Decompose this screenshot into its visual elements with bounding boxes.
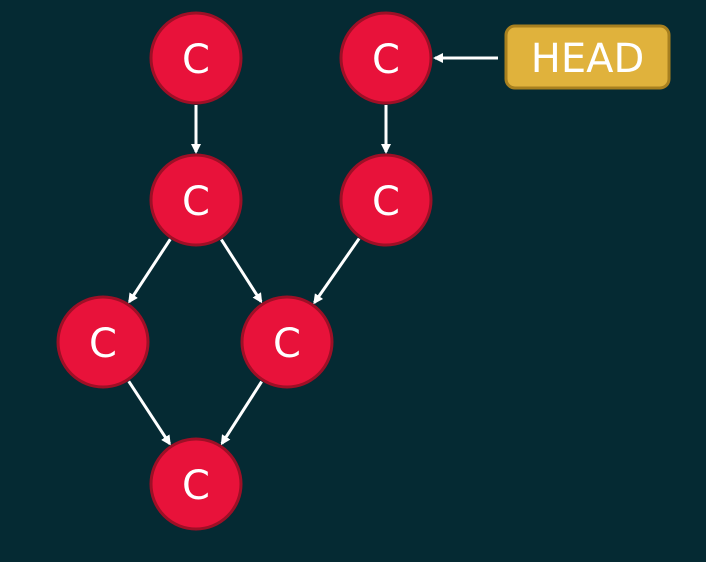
edge-c5-c7: [127, 380, 171, 446]
commit-node-c7[interactable]: C: [149, 437, 243, 531]
edge-c3-c6: [220, 238, 263, 304]
commit-label: C: [182, 463, 210, 509]
commit-circle: [339, 153, 433, 247]
head-pointer: HEAD: [433, 24, 671, 90]
edge-c4-c6: [313, 237, 361, 305]
commit-label: C: [89, 321, 117, 367]
commit-circle: [240, 295, 334, 389]
commit-label: C: [372, 179, 400, 225]
commit-circle: [339, 11, 433, 105]
commit-circle: [56, 295, 150, 389]
edges-layer: [127, 105, 391, 446]
commit-node-c3[interactable]: C: [149, 153, 243, 247]
head-label-box: [504, 24, 671, 90]
commit-circle: [149, 11, 243, 105]
commit-label: C: [182, 179, 210, 225]
commit-node-c5[interactable]: C: [56, 295, 150, 389]
nodes-layer: C C C C C C C: [56, 11, 433, 531]
commit-node-c4[interactable]: C: [339, 153, 433, 247]
head-label: HEAD: [531, 36, 645, 82]
commit-label: C: [273, 321, 301, 367]
commit-label: C: [372, 37, 400, 83]
commit-node-c6[interactable]: C: [240, 295, 334, 389]
commit-circle: [149, 153, 243, 247]
edge-c6-c7: [220, 380, 263, 446]
commit-node-c2[interactable]: C: [339, 11, 433, 105]
commit-circle: [149, 437, 243, 531]
commit-label: C: [182, 37, 210, 83]
commit-node-c1[interactable]: C: [149, 11, 243, 105]
edge-c3-c5: [128, 238, 172, 304]
